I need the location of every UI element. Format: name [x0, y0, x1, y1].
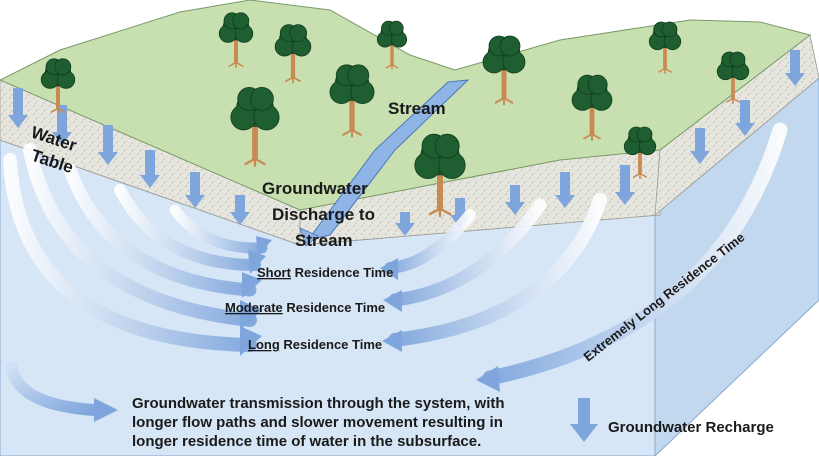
legend-flow-arrow — [6, 362, 101, 416]
ground-surface — [0, 0, 812, 211]
discharge-label-1: Groundwater — [262, 179, 368, 198]
tree — [40, 58, 76, 114]
discharge-label-3: Stream — [295, 231, 353, 250]
recharge-arrow — [52, 105, 72, 145]
recharge-legend-label: Groundwater Recharge — [608, 419, 774, 436]
stream-channel — [306, 79, 470, 241]
moderate-underlined: Moderate — [225, 300, 283, 315]
moderate-rest: Residence Time — [283, 300, 385, 315]
recharge-arrow — [395, 212, 415, 236]
legend-recharge-arrow — [570, 398, 598, 442]
discharge-label-2: Discharge to — [272, 205, 375, 224]
tree — [274, 24, 312, 84]
recharge-arrow — [185, 172, 205, 208]
recharge-arrows — [8, 50, 805, 236]
flow-arrows — [3, 122, 788, 386]
recharge-arrow — [140, 150, 160, 188]
short-rest: Residence Time — [291, 265, 393, 280]
long-residence-label: Long Residence Time — [248, 337, 382, 352]
flow-arrowheads — [240, 236, 500, 392]
short-residence-label: Short Residence Time — [257, 265, 393, 280]
recharge-arrow — [785, 50, 805, 86]
tree — [329, 64, 375, 138]
tree — [376, 20, 408, 70]
short-underlined: Short — [257, 265, 292, 280]
tree — [716, 51, 750, 104]
tree — [482, 35, 526, 105]
recharge-arrow — [735, 100, 755, 136]
moderate-residence-label: Moderate Residence Time — [225, 300, 385, 315]
recharge-arrow — [690, 128, 710, 164]
long-rest: Residence Time — [280, 337, 382, 352]
caption-line-2: longer flow paths and slower movement re… — [132, 414, 503, 431]
recharge-arrow — [8, 88, 28, 128]
tree — [230, 87, 280, 167]
recharge-arrow — [555, 172, 575, 208]
tree — [218, 12, 254, 68]
recharge-arrow — [505, 185, 525, 215]
caption-line-3: longer residence time of water in the su… — [132, 433, 481, 450]
recharge-arrow — [98, 125, 118, 165]
tree — [648, 21, 682, 74]
tree — [623, 126, 657, 179]
recharge-arrow — [230, 195, 250, 225]
stream-front-cut — [299, 227, 319, 247]
long-underlined: Long — [248, 337, 280, 352]
tree — [414, 133, 466, 217]
tree — [571, 74, 613, 141]
trees — [40, 12, 750, 217]
stream-label: Stream — [388, 99, 446, 118]
caption-line-1: Groundwater transmission through the sys… — [132, 395, 505, 412]
recharge-arrow — [615, 165, 635, 205]
legend-flow-arrowhead — [94, 398, 118, 422]
